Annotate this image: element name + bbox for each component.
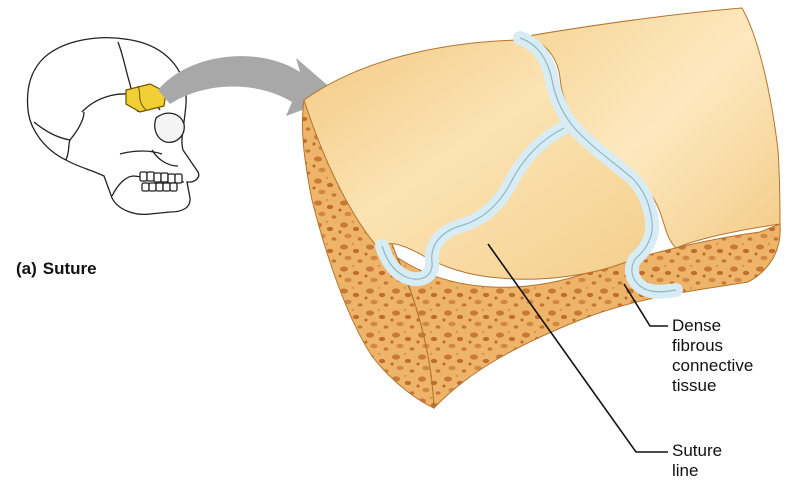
label-line: tissue [672, 376, 753, 396]
label-line: fibrous [672, 336, 753, 356]
label-line: connective [672, 356, 753, 376]
panel-letter: (a) [16, 259, 37, 278]
panel-caption: (a) Suture [16, 259, 97, 279]
orbit [155, 113, 185, 142]
label-line: Suture [672, 441, 722, 461]
skull-illustration [28, 38, 199, 215]
label-suture-line: Suture line [672, 441, 722, 481]
label-line: line [672, 461, 722, 481]
panel-title: Suture [43, 259, 97, 278]
label-dense-fibrous-connective-tissue: Dense fibrous connective tissue [672, 316, 753, 396]
label-line: Dense [672, 316, 753, 336]
teeth [140, 172, 182, 191]
